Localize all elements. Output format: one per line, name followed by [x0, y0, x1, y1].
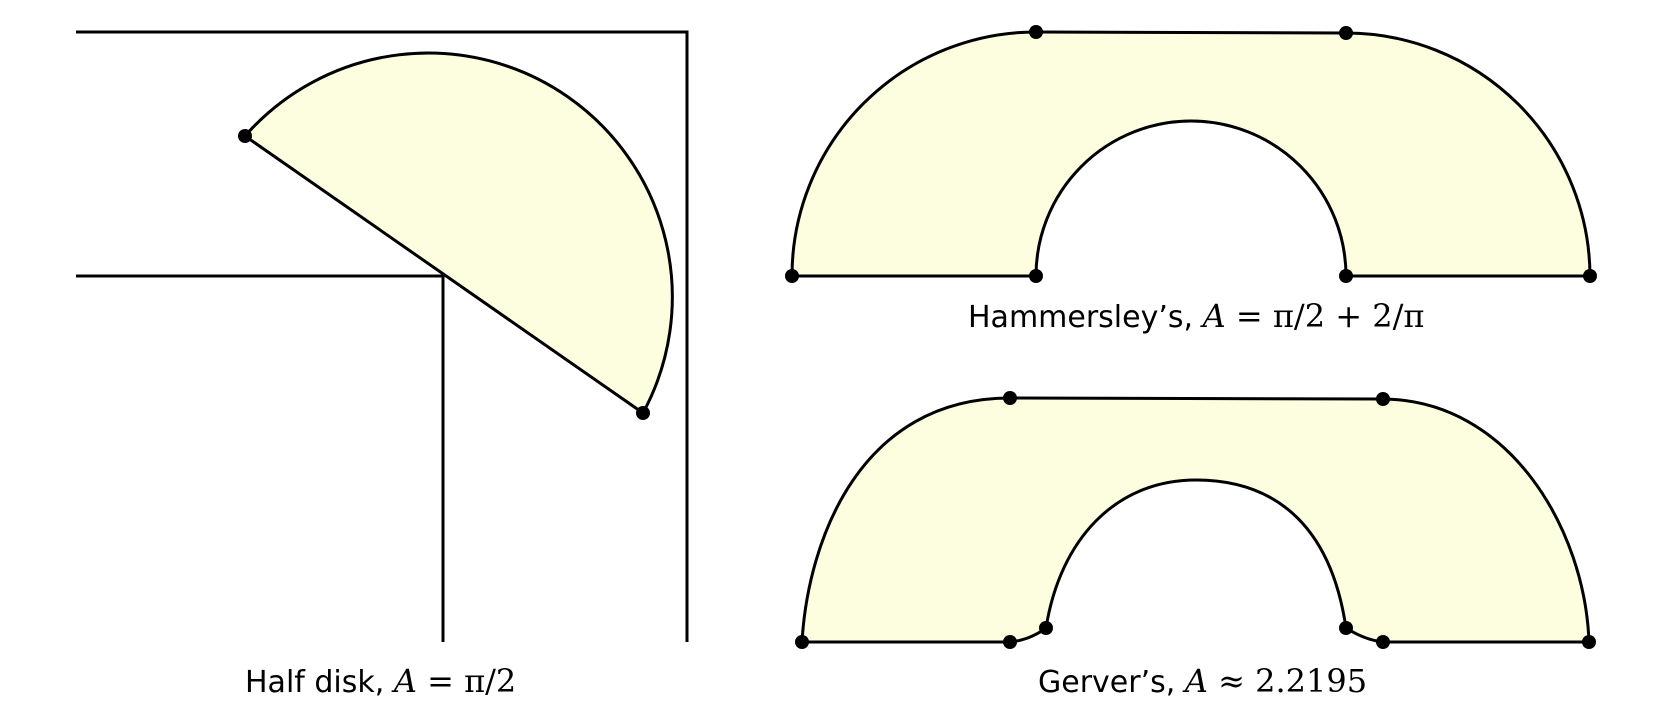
hammersley-vertex — [1339, 269, 1353, 283]
gerver-vertex — [1003, 635, 1017, 649]
gerver-vertex — [1376, 392, 1390, 406]
hammersley-vertex — [1583, 269, 1597, 283]
half-disk-vertex — [636, 406, 650, 420]
hammersley-sofa-shape — [790, 30, 1592, 278]
gerver-vertex — [1003, 391, 1017, 405]
gerver-vertex — [1582, 635, 1596, 649]
hammersley-vertex — [1029, 25, 1043, 39]
hammersley-vertex — [1339, 26, 1353, 40]
half-disk-shape — [243, 51, 674, 415]
gerver-panel: Gerver’s, A ≈ 2.2195 — [795, 391, 1596, 700]
gerver-vertex — [1039, 621, 1053, 635]
gerver-caption: Gerver’s, A ≈ 2.2195 — [1038, 662, 1367, 700]
hammersley-vertex — [785, 269, 799, 283]
hallway-inner-wall — [76, 274, 445, 642]
gerver-vertex — [795, 635, 809, 649]
hammersley-caption: Hammersley’s, A = π/2 + 2/π — [968, 297, 1424, 335]
hallway-outer-wall — [76, 30, 689, 642]
gerver-vertex — [1339, 621, 1353, 635]
half-disk-panel: Half disk, A = π/2 — [76, 30, 689, 700]
half-disk-caption: Half disk, A = π/2 — [245, 662, 516, 700]
hammersley-panel: Hammersley’s, A = π/2 + 2/π — [785, 25, 1597, 335]
gerver-sofa-shape — [800, 396, 1591, 644]
hammersley-vertex — [1029, 269, 1043, 283]
half-disk-vertex — [238, 129, 252, 143]
gerver-vertex — [1376, 635, 1390, 649]
